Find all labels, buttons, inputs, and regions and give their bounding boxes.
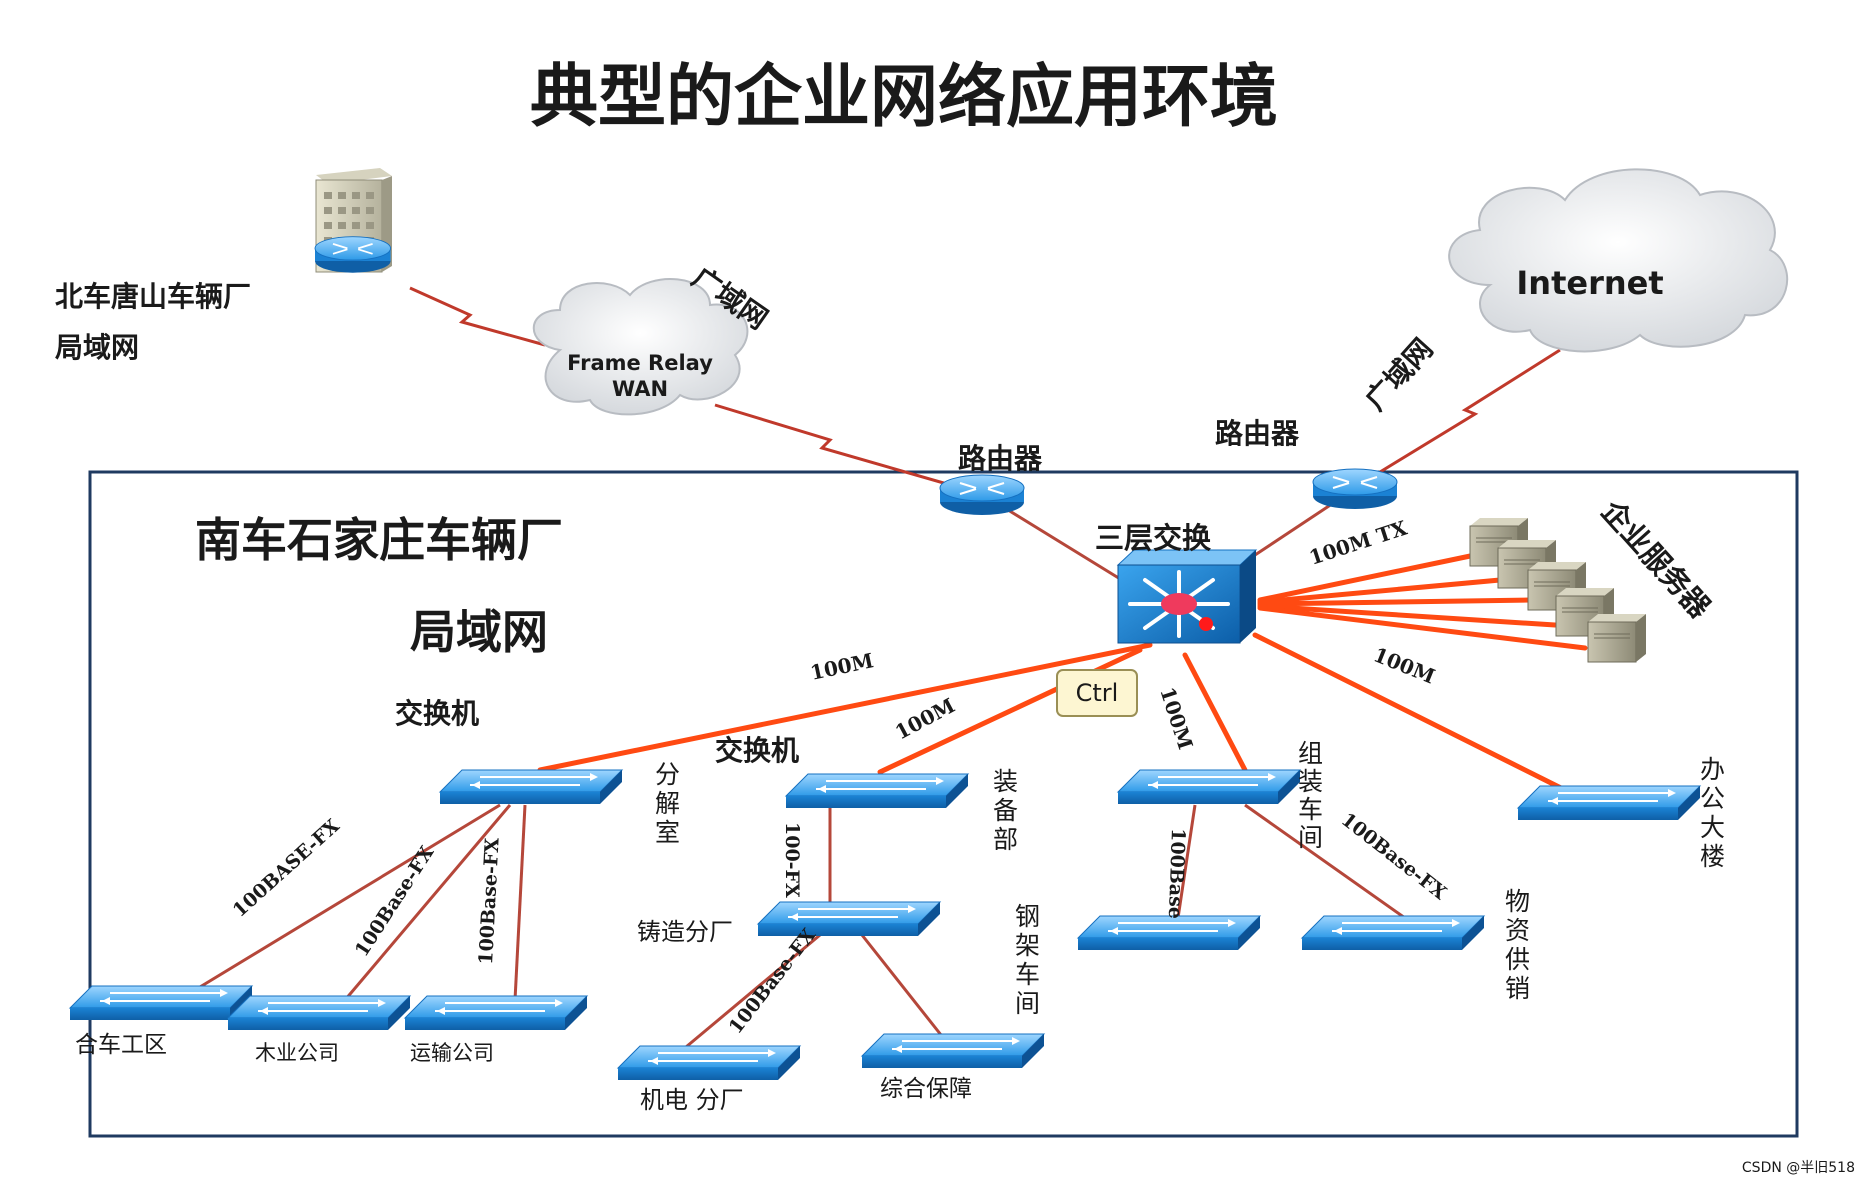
link-router-left-core <box>999 503 1131 587</box>
dept-zonghe-label: 综合保障 <box>880 1076 972 1102</box>
access-links <box>194 803 1406 1054</box>
dept-zhuzao-label: 铸造分厂 <box>637 918 733 946</box>
link-core-fenjie <box>537 642 1153 773</box>
watermark: CSDN @半旧518 <box>1742 1160 1855 1176</box>
link-core-zuzhuang <box>1182 652 1248 773</box>
link-label-zuzhuang-right: 100Base-FX <box>1337 809 1451 905</box>
link-server-2 <box>1257 577 1503 605</box>
dept-wuzi-label: 物资供销 <box>1505 887 1530 1003</box>
dept-gangjia-label: 钢架车间 <box>1015 902 1040 1018</box>
switch-zhuzao-icon <box>757 901 941 937</box>
wan-link-frame-relay <box>714 403 976 494</box>
switch-zuzhuang-icon <box>1117 769 1301 805</box>
switch-cheche-icon <box>69 985 253 1021</box>
link-server-3 <box>1257 597 1533 607</box>
link-zuzhuang-left <box>1176 804 1197 919</box>
switch-zhuangbei-icon <box>785 773 969 809</box>
link-label-fx-jidian: 100Base-FX <box>725 924 821 1038</box>
link-server-5 <box>1257 605 1588 651</box>
switch-label-left: 交换机 <box>395 697 479 730</box>
ctrl-tooltip[interactable]: Ctrl <box>1056 669 1138 717</box>
dept-muye-label: 木业公司 <box>255 1041 339 1065</box>
router-right-label: 路由器 <box>1215 417 1300 450</box>
svg-text:组装车间: 组装车间 <box>1298 739 1323 852</box>
link-server-4 <box>1257 603 1558 628</box>
switch-wuzi-icon <box>1301 915 1485 951</box>
frame-relay-cloud <box>532 278 749 416</box>
core-switch-icon <box>1116 549 1258 644</box>
dept-cheche-label: 合车工区 <box>75 1032 167 1058</box>
link-label-bangong: 100M <box>1370 642 1438 688</box>
link-label-zuzhuang-left: 100Base <box>1164 828 1189 920</box>
core-switch-label: 三层交换 <box>1095 521 1212 555</box>
wan-label-right: 广域网 <box>1359 332 1440 417</box>
link-label-fx1: 100BASE-FX <box>229 815 344 922</box>
svg-text:钢架车间: 钢架车间 <box>1015 902 1040 1018</box>
remote-site-label-2: 局域网 <box>55 331 139 364</box>
frame-relay-wan-label: WAN <box>612 377 668 401</box>
link-zhuzao-zonghe <box>860 934 947 1041</box>
switch-zuzhuang-left-icon <box>1077 915 1261 951</box>
svg-text:办公大楼: 办公大楼 <box>1700 755 1725 871</box>
link-label-fx-zhuzao: 100-FX <box>781 822 803 898</box>
router-remote-icon <box>314 235 392 274</box>
wan-links <box>409 286 1561 494</box>
svg-text:装备部: 装备部 <box>993 767 1018 854</box>
link-label-fx3: 100Base-FX <box>475 837 504 965</box>
router-left-label: 路由器 <box>958 442 1043 475</box>
link-fenjie-cheche <box>194 803 501 992</box>
internet-label: Internet <box>1516 264 1663 302</box>
link-fenjie-yunshu <box>513 804 527 1001</box>
dept-fenjie-label: 分解室 <box>655 760 680 847</box>
switch-fenjie-icon <box>439 769 623 805</box>
dept-zuzhuang-label: 组装车间 <box>1298 739 1323 852</box>
campus-boundary <box>88 470 1799 1138</box>
wan-link-internet <box>1379 348 1561 474</box>
dept-bangong-label: 办公大楼 <box>1700 755 1725 871</box>
svg-text:物资供销: 物资供销 <box>1505 887 1530 1003</box>
svg-text:分解室: 分解室 <box>655 760 680 847</box>
campus-label: 南车石家庄车辆厂 <box>195 513 563 567</box>
link-label-fenjie: 100M <box>808 648 875 685</box>
internet-cloud <box>1448 168 1789 353</box>
wan-link-remote <box>409 286 546 347</box>
router-right-icon <box>1312 468 1398 510</box>
core-links <box>537 552 1588 793</box>
link-core-bangong <box>1252 632 1568 793</box>
server-icon <box>1587 613 1647 663</box>
link-label-zuzhuang: 100M <box>1155 684 1198 752</box>
dept-zhuangbei-label: 装备部 <box>993 767 1018 854</box>
switch-yunshu-icon <box>404 995 588 1031</box>
switch-bangong-icon <box>1517 785 1701 821</box>
switch-muye-icon <box>227 995 411 1031</box>
link-zhuzao-jidian <box>679 933 821 1054</box>
server-link-label: 100M TX <box>1306 515 1410 569</box>
switch-jidian-icon <box>617 1045 801 1081</box>
switch-label-mid: 交换机 <box>715 734 799 767</box>
link-fenjie-muye <box>343 804 512 1001</box>
router-left-icon <box>939 474 1025 516</box>
page-title: 典型的企业网络应用环境 <box>530 57 1278 137</box>
ctrl-tooltip-label: Ctrl <box>1076 679 1119 707</box>
dept-jidian-label: 机电 分厂 <box>640 1086 744 1114</box>
link-label-zhuangbei: 100M <box>891 693 959 744</box>
switch-zonghe-icon <box>861 1033 1045 1069</box>
frame-relay-label: Frame Relay <box>567 351 713 375</box>
remote-site-label: 北车唐山车辆厂 <box>55 280 251 313</box>
link-server-1 <box>1257 552 1478 603</box>
dept-yunshu-label: 运输公司 <box>410 1041 494 1065</box>
link-zuzhuang-wuzi <box>1244 803 1406 920</box>
campus-label-2: 局域网 <box>410 605 548 659</box>
